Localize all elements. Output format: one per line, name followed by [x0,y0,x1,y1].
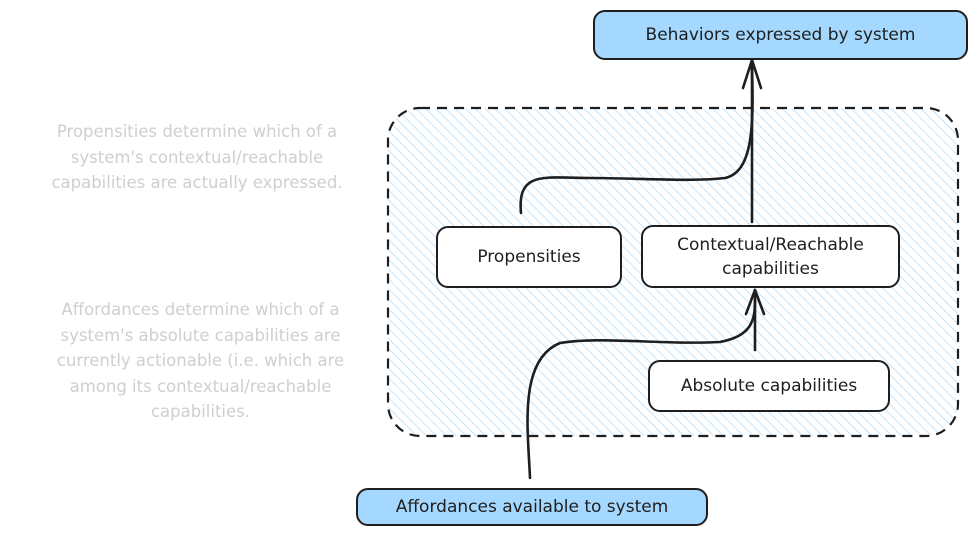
node-absolute-label: Absolute capabilities [680,376,858,396]
arrowhead-behaviors-icon [741,58,763,90]
node-contextual-label-line1: Contextual/Reachable [677,234,864,255]
note-affordances-text: Affordances determine which of a system'… [56,300,345,421]
arrowhead-contextual-icon [744,288,766,316]
note-propensities: Propensities determine which of a system… [22,119,372,196]
note-propensities-text: Propensities determine which of a system… [51,122,343,192]
node-contextual-label-line2: capabilities [722,258,819,279]
note-affordances: Affordances determine which of a system'… [28,297,373,425]
node-behaviors-expressed[interactable]: Behaviors expressed by system [593,10,968,60]
node-affordances-label: Affordances available to system [395,497,669,517]
node-propensities-label: Propensities [477,247,581,267]
edge-propensities-to-behaviors [519,66,754,215]
edge-affordances-to-contextual [526,298,757,480]
node-contextual-capabilities[interactable]: Contextual/Reachable capabilities [641,225,900,288]
node-absolute-capabilities[interactable]: Absolute capabilities [648,360,890,412]
node-behaviors-label: Behaviors expressed by system [645,25,916,45]
node-propensities[interactable]: Propensities [436,226,622,288]
node-affordances-available[interactable]: Affordances available to system [356,488,708,526]
